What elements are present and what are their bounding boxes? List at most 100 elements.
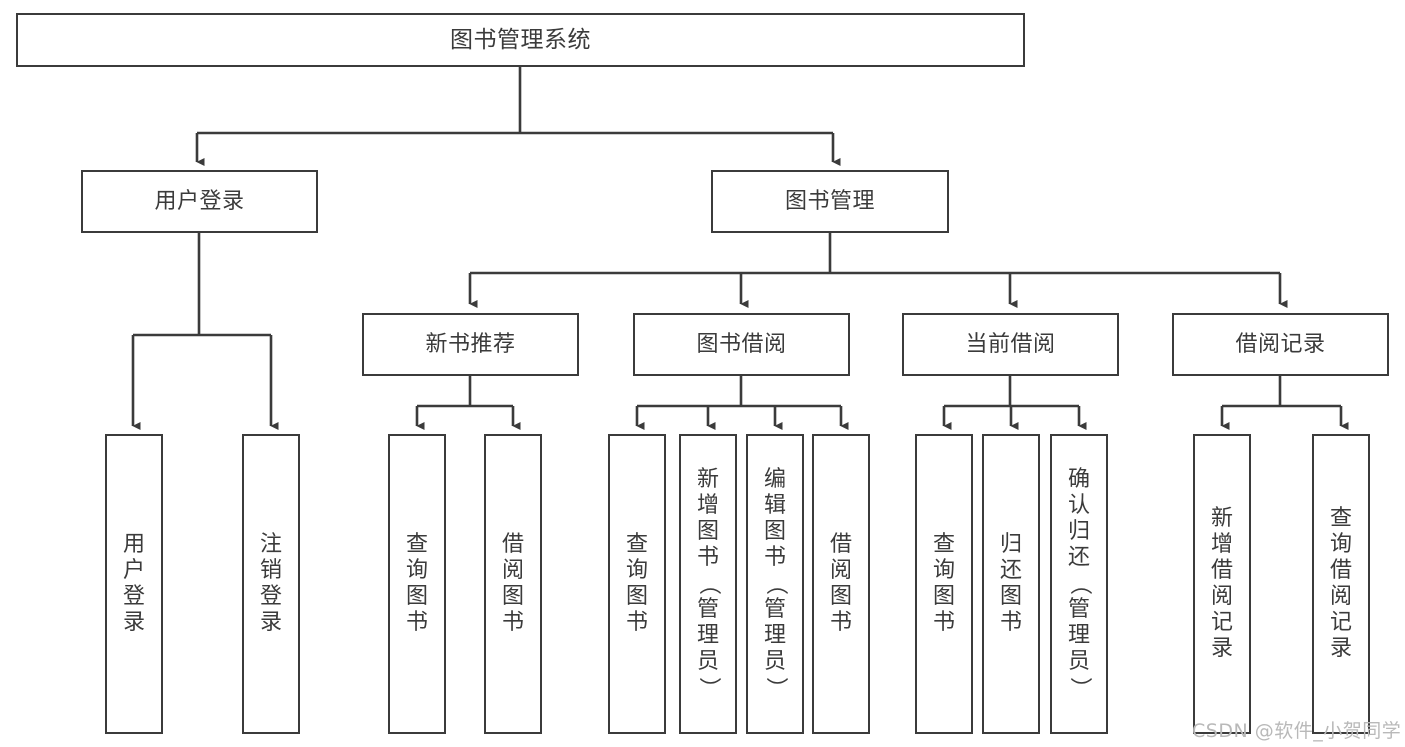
label-glyph: （ bbox=[696, 572, 721, 595]
node-book-management[interactable]: 图书管理 bbox=[711, 170, 949, 233]
node-user-login[interactable]: 用户登录 bbox=[81, 170, 318, 233]
node-current-borrow[interactable]: 当前借阅 bbox=[902, 313, 1119, 376]
label-glyph: 阅 bbox=[1210, 584, 1233, 609]
label-glyph: 图 bbox=[696, 519, 719, 544]
label-glyph: ） bbox=[696, 676, 721, 699]
leaf-current-confirm-return[interactable]: 确认归还（管理员） bbox=[1050, 434, 1108, 734]
label-glyph: 查 bbox=[932, 532, 955, 557]
label-glyph: 图 bbox=[763, 519, 786, 544]
label-glyph: 书 bbox=[405, 610, 428, 635]
label-glyph: 借 bbox=[829, 532, 852, 557]
csdn-watermark: CSDN @软件_小贺同学 bbox=[1192, 720, 1402, 742]
label-glyph: 图 bbox=[932, 584, 955, 609]
label-glyph: 书 bbox=[999, 610, 1022, 635]
node-label: 用户登录 bbox=[154, 188, 245, 214]
label-glyph: 借 bbox=[501, 532, 524, 557]
label-glyph: 辑 bbox=[763, 493, 786, 518]
node-new-book-recommend[interactable]: 新书推荐 bbox=[362, 313, 579, 376]
leaf-user-login-signout[interactable]: 注销登录 bbox=[242, 434, 300, 734]
label-glyph: 查 bbox=[1329, 506, 1352, 531]
node-label: 图书借阅 bbox=[696, 331, 787, 357]
label-glyph: 销 bbox=[259, 558, 282, 583]
label-glyph: 记 bbox=[1210, 610, 1233, 635]
label-glyph: 理 bbox=[1067, 623, 1090, 648]
label-glyph: 还 bbox=[1067, 545, 1090, 570]
node-borrow-record[interactable]: 借阅记录 bbox=[1172, 313, 1389, 376]
label-glyph: 管 bbox=[1067, 597, 1090, 622]
label-glyph: 录 bbox=[259, 610, 282, 635]
label-glyph: 员 bbox=[1067, 649, 1090, 674]
label-glyph: 图 bbox=[829, 584, 852, 609]
label-glyph: （ bbox=[1067, 572, 1092, 595]
label-glyph: 图 bbox=[625, 584, 648, 609]
node-label: 新书推荐 bbox=[425, 331, 516, 357]
label-glyph: 认 bbox=[1067, 493, 1090, 518]
label-glyph: 借 bbox=[1210, 558, 1233, 583]
label-glyph: 登 bbox=[259, 584, 282, 609]
label-glyph: 理 bbox=[696, 623, 719, 648]
label-glyph: 书 bbox=[696, 545, 719, 570]
leaf-record-add-record[interactable]: 新增借阅记录 bbox=[1193, 434, 1251, 734]
node-label: 查询图书 bbox=[610, 532, 664, 636]
leaf-borrow-add-book[interactable]: 新增图书（管理员） bbox=[679, 434, 737, 734]
label-glyph: 注 bbox=[259, 532, 282, 557]
node-label: 借阅图书 bbox=[814, 532, 868, 636]
node-label: 查询图书 bbox=[390, 532, 444, 636]
label-glyph: 录 bbox=[122, 610, 145, 635]
label-glyph: 阅 bbox=[501, 558, 524, 583]
leaf-recommend-borrow-book[interactable]: 借阅图书 bbox=[484, 434, 542, 734]
label-glyph: 询 bbox=[932, 558, 955, 583]
label-glyph: 登 bbox=[122, 584, 145, 609]
label-glyph: 理 bbox=[763, 623, 786, 648]
label-glyph: 员 bbox=[763, 649, 786, 674]
node-label: 借阅图书 bbox=[486, 532, 540, 636]
label-glyph: 书 bbox=[829, 610, 852, 635]
label-glyph: 查 bbox=[625, 532, 648, 557]
label-glyph: ） bbox=[763, 676, 788, 699]
leaf-recommend-query-book[interactable]: 查询图书 bbox=[388, 434, 446, 734]
label-glyph: 借 bbox=[1329, 558, 1352, 583]
leaf-borrow-edit-book[interactable]: 编辑图书（管理员） bbox=[746, 434, 804, 734]
node-label: 查询图书 bbox=[917, 532, 971, 636]
label-glyph: 归 bbox=[999, 532, 1022, 557]
label-glyph: 询 bbox=[405, 558, 428, 583]
node-root-system[interactable]: 图书管理系统 bbox=[16, 13, 1025, 67]
label-glyph: 增 bbox=[1210, 532, 1233, 557]
label-glyph: 阅 bbox=[829, 558, 852, 583]
leaf-current-query-book[interactable]: 查询图书 bbox=[915, 434, 973, 734]
leaf-borrow-query-book[interactable]: 查询图书 bbox=[608, 434, 666, 734]
label-glyph: 书 bbox=[763, 545, 786, 570]
node-label: 确认归还（管理员） bbox=[1052, 467, 1106, 701]
label-glyph: 管 bbox=[763, 597, 786, 622]
leaf-borrow-borrow-book[interactable]: 借阅图书 bbox=[812, 434, 870, 734]
label-glyph: 记 bbox=[1329, 610, 1352, 635]
label-glyph: 书 bbox=[501, 610, 524, 635]
label-glyph: 新 bbox=[696, 467, 719, 492]
label-glyph: 图 bbox=[999, 584, 1022, 609]
node-label: 新增借阅记录 bbox=[1195, 506, 1249, 662]
leaf-current-return-book[interactable]: 归还图书 bbox=[982, 434, 1040, 734]
node-label: 借阅记录 bbox=[1235, 331, 1326, 357]
leaf-user-login-signin[interactable]: 用户登录 bbox=[105, 434, 163, 734]
node-label: 当前借阅 bbox=[965, 331, 1056, 357]
node-label: 归还图书 bbox=[984, 532, 1038, 636]
leaf-record-query-record[interactable]: 查询借阅记录 bbox=[1312, 434, 1370, 734]
label-glyph: 增 bbox=[696, 493, 719, 518]
label-glyph: 确 bbox=[1067, 467, 1090, 492]
label-glyph: 归 bbox=[1067, 519, 1090, 544]
node-label: 图书管理 bbox=[784, 188, 875, 214]
node-label: 注销登录 bbox=[244, 532, 298, 636]
node-book-borrow[interactable]: 图书借阅 bbox=[633, 313, 850, 376]
label-glyph: 录 bbox=[1329, 636, 1352, 661]
label-glyph: 阅 bbox=[1329, 584, 1352, 609]
node-label: 用户登录 bbox=[107, 532, 161, 636]
label-glyph: 书 bbox=[932, 610, 955, 635]
label-glyph: 还 bbox=[999, 558, 1022, 583]
label-glyph: 录 bbox=[1210, 636, 1233, 661]
node-label: 编辑图书（管理员） bbox=[748, 467, 802, 701]
label-glyph: 图 bbox=[501, 584, 524, 609]
label-glyph: 新 bbox=[1210, 506, 1233, 531]
label-glyph: 户 bbox=[122, 558, 145, 583]
label-glyph: 询 bbox=[625, 558, 648, 583]
